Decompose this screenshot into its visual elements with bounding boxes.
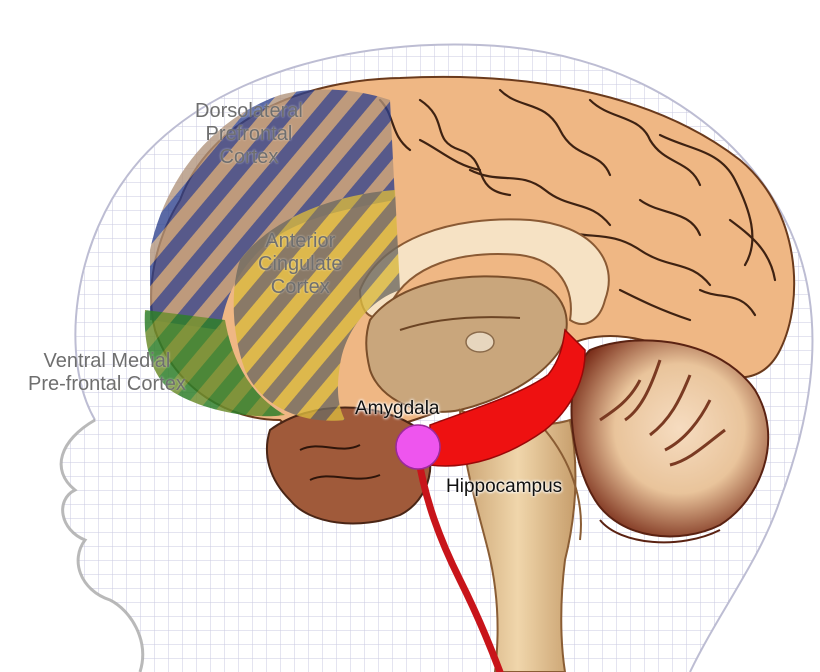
cerebellum [570, 339, 770, 544]
corpus-callosum [358, 218, 610, 325]
label-dorsolateral-prefrontal-cortex: Dorsolateral Prefrontal Cortex [195, 100, 303, 168]
acc-region [233, 190, 400, 421]
label-hippocampus: Hippocampus [446, 476, 563, 497]
label-ventral-medial-prefrontal-cortex: Ventral Medial Pre-frontal Cortex [28, 350, 186, 395]
pineal-body [465, 331, 495, 353]
dlpfc-region [150, 89, 395, 330]
temporal-lobe [265, 406, 432, 525]
brainstem [458, 408, 577, 672]
vmpfc-region [144, 310, 285, 417]
artery [414, 451, 504, 672]
amygdala-shape [395, 424, 441, 470]
label-amygdala: Amygdala [355, 398, 440, 419]
gyri [378, 88, 777, 322]
hippocampus-shape [429, 328, 586, 467]
label-anterior-cingulate-cortex: Anterior Cingulate Cortex [258, 230, 343, 298]
